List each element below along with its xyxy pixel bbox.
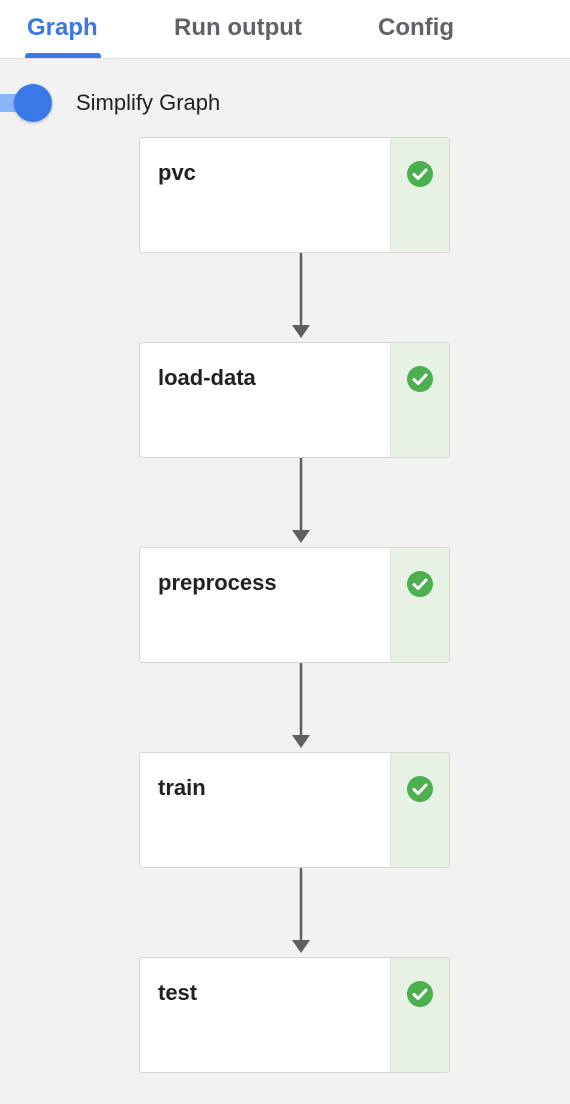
node-label: load-data: [158, 365, 256, 390]
simplify-graph-label: Simplify Graph: [76, 90, 221, 115]
edge-arrow: [291, 253, 311, 339]
node-label: preprocess: [158, 570, 277, 595]
tab-graph[interactable]: Graph: [27, 14, 98, 41]
simplify-graph-toggle[interactable]: [0, 84, 54, 122]
check-circle-icon: [407, 571, 433, 597]
node-status-panel: [390, 753, 449, 867]
node-status-panel: [390, 958, 449, 1072]
graph-node-train[interactable]: train: [139, 752, 450, 868]
node-status-panel: [390, 548, 449, 662]
graph-node-load-data[interactable]: load-data: [139, 342, 450, 458]
edge-arrow: [291, 868, 311, 954]
node-status-panel: [390, 343, 449, 457]
graph-node-pvc[interactable]: pvc: [139, 137, 450, 253]
active-tab-indicator: [25, 53, 101, 58]
tab-bar: Graph Run output Config: [0, 0, 570, 59]
graph-node-preprocess[interactable]: preprocess: [139, 547, 450, 663]
node-label: test: [158, 980, 198, 1005]
check-circle-icon: [407, 776, 433, 802]
node-status-panel: [390, 138, 449, 252]
graph-node-test[interactable]: test: [139, 957, 450, 1073]
tab-config[interactable]: Config: [378, 14, 454, 41]
toggle-thumb: [14, 84, 52, 122]
check-circle-icon: [407, 981, 433, 1007]
edge-arrow: [291, 663, 311, 749]
check-circle-icon: [407, 366, 433, 392]
edge-arrow: [291, 458, 311, 544]
node-label: pvc: [158, 160, 196, 185]
check-circle-icon: [407, 161, 433, 187]
tab-run-output[interactable]: Run output: [174, 14, 302, 41]
node-label: train: [158, 775, 206, 800]
